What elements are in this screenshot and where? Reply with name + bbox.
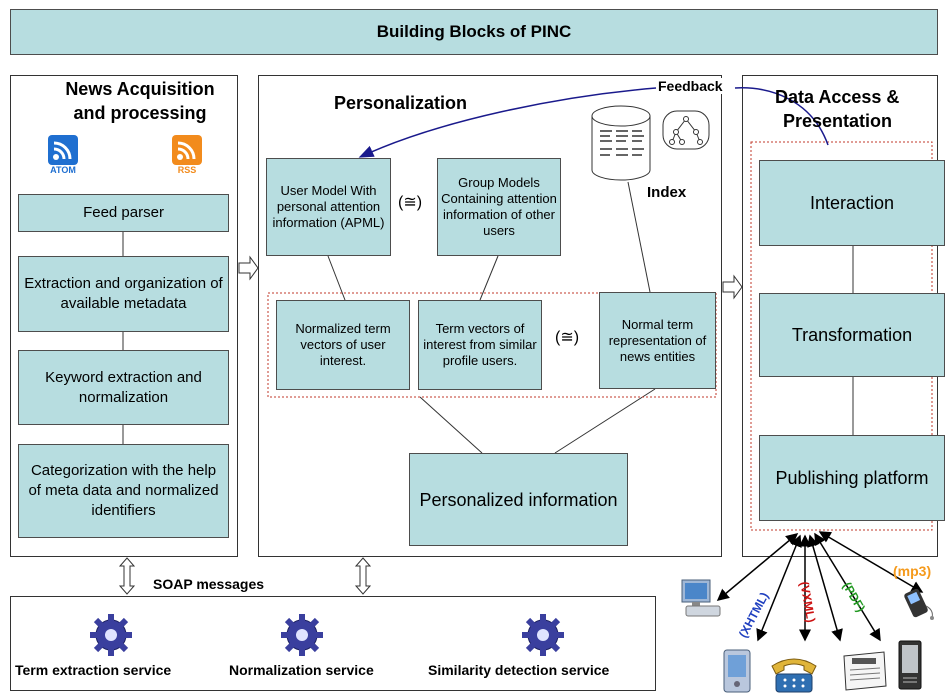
approx-symbol: (≅) [555,329,580,346]
acquisition-title-line1: News Acquisition [65,79,215,99]
database-icon [590,104,652,182]
atom-feed-label: ATOM [50,165,76,175]
telephone-icon [768,652,820,694]
term-extraction-service-label: Term extraction service [15,662,172,678]
user-model-label: User Model With personal attention infor… [272,183,385,230]
categorization-label: Categorization with the help of meta dat… [28,462,219,519]
presentation-title-line2: Presentation [783,111,893,131]
gear-icon [520,612,566,658]
keyword-extraction-label: Keyword extraction and normalization [45,368,202,406]
normalized-term-vectors-box: Normalized term vectors of user interest… [276,300,410,390]
feedback-arrow [358,87,657,158]
connector-line [627,181,651,293]
categorization-box: Categorization with the help of meta dat… [18,444,229,538]
personalization-title: Personalization [334,93,468,113]
interaction-label: Interaction [809,193,895,213]
index-label: Index [647,184,687,201]
mp3-format-label: (mp3) [893,563,932,579]
keyword-extraction-box: Keyword extraction and normalization [18,350,229,425]
feedback-arc [734,87,829,146]
normal-term-representation-box: Normal term representation of news entit… [599,292,716,389]
transformation-box: Transformation [759,293,945,377]
similar-profile-vectors-box: Term vectors of interest from similar pr… [418,300,542,390]
connector-line [419,396,483,454]
publishing-platform-label: Publishing platform [775,468,929,488]
acquisition-title-line2: and processing [73,103,207,123]
user-model-box: User Model With personal attention infor… [266,158,391,256]
connector-line [479,255,499,301]
diagram-title-bar: Building Blocks of PINC [10,9,938,55]
normalization-service-label: Normalization service [229,662,374,678]
mp3-player-icon [904,586,942,620]
interaction-box: Interaction [759,160,945,246]
soap-double-arrow [354,557,372,595]
feed-parser-label: Feed parser [83,204,164,221]
newspaper-icon [838,648,890,692]
connector-line [554,388,656,454]
device-arrow [756,534,802,642]
group-models-label: Group Models Containing attention inform… [441,175,557,238]
feedback-label: Feedback [657,78,724,94]
feed-parser-box: Feed parser [18,194,229,232]
similarity-detection-service-label: Similarity detection service [428,662,610,678]
rss-feed-label: RSS [177,165,197,175]
pda-icon [722,648,752,694]
acquisition-title: News Acquisition and processing [40,77,240,125]
transformation-label: Transformation [791,325,913,345]
rss-feed-icon [172,135,202,165]
flow-arrow-right [238,255,259,281]
presentation-title-line1: Data Access & [775,87,900,107]
soap-double-arrow [118,557,136,595]
ebook-reader-icon [898,640,922,690]
approx-symbol: (≅) [398,194,423,211]
tree-network-icon [662,110,710,150]
metadata-extraction-label: Extraction and organization of available… [24,275,223,312]
normalized-term-vectors-label: Normalized term vectors of user interest… [295,321,391,368]
diagram-title: Building Blocks of PINC [376,22,572,41]
publishing-platform-box: Publishing platform [759,435,945,521]
atom-feed-icon [48,135,78,165]
presentation-group [750,141,933,531]
group-models-box: Group Models Containing attention inform… [437,158,561,256]
device-arrow [818,531,924,593]
gear-icon [279,612,325,658]
term-vectors-group [267,292,717,398]
metadata-extraction-box: Extraction and organization of available… [18,256,229,332]
soap-messages-label: SOAP messages [153,576,265,592]
gear-icon [88,612,134,658]
connector-line [327,255,346,301]
presentation-title: Data Access & Presentation [770,85,940,133]
personalized-information-label: Personalized information [419,489,618,510]
personalized-information-box: Personalized information [409,453,628,546]
normal-term-representation-label: Normal term representation of news entit… [608,316,707,364]
similar-profile-vectors-label: Term vectors of interest from similar pr… [423,321,537,368]
flow-arrow-right [722,274,743,300]
desktop-computer-icon [680,578,724,622]
